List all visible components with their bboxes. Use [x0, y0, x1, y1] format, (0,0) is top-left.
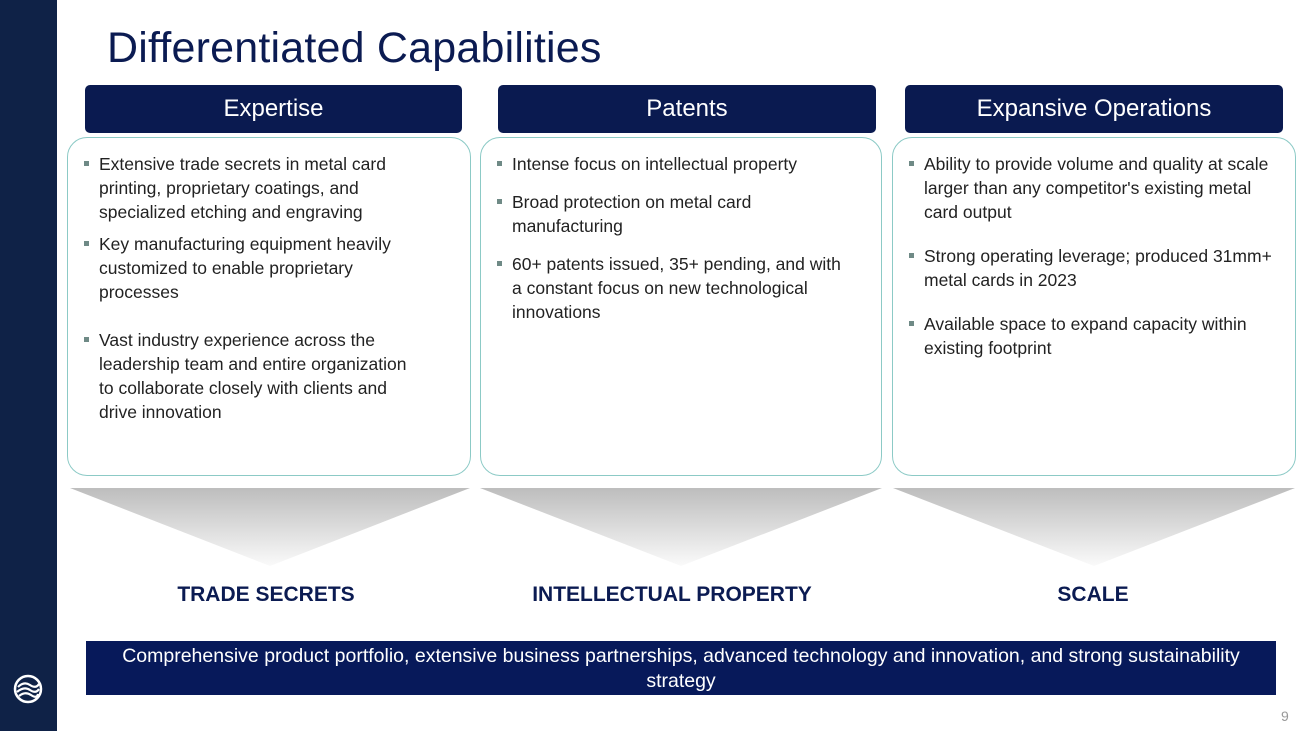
list-item: Intense focus on intellectual property: [495, 152, 845, 176]
company-logo-icon: [13, 674, 43, 704]
sidebar: [0, 0, 57, 731]
patents-box: Intense focus on intellectual property B…: [480, 137, 882, 476]
list-item: Vast industry experience across the lead…: [82, 328, 410, 424]
list-item: 60+ patents issued, 35+ pending, and wit…: [495, 252, 845, 324]
label-scale: SCALE: [1057, 583, 1129, 606]
chevron-scale: [893, 488, 1295, 566]
list-item: Broad protection on metal card manufactu…: [495, 190, 845, 238]
page-title: Differentiated Capabilities: [107, 24, 602, 72]
list-item: Key manufacturing equipment heavily cust…: [82, 232, 410, 304]
column-header-expertise: Expertise: [85, 85, 462, 133]
list-item: Strong operating leverage; produced 31mm…: [907, 244, 1285, 292]
column-header-operations: Expansive Operations: [905, 85, 1283, 133]
page-number: 9: [1281, 708, 1289, 724]
operations-box: Ability to provide volume and quality at…: [892, 137, 1296, 476]
list-item: Extensive trade secrets in metal card pr…: [82, 152, 410, 224]
chevron-trade-secrets: [70, 488, 470, 566]
label-intellectual-property: INTELLECTUAL PROPERTY: [532, 583, 812, 606]
list-item: Available space to expand capacity withi…: [907, 312, 1285, 360]
footer-banner: Comprehensive product portfolio, extensi…: [86, 641, 1276, 695]
expertise-box: Extensive trade secrets in metal card pr…: [67, 137, 471, 476]
chevron-intellectual-property: [480, 488, 882, 566]
column-header-patents: Patents: [498, 85, 876, 133]
label-trade-secrets: TRADE SECRETS: [177, 583, 355, 606]
list-item: Ability to provide volume and quality at…: [907, 152, 1285, 224]
